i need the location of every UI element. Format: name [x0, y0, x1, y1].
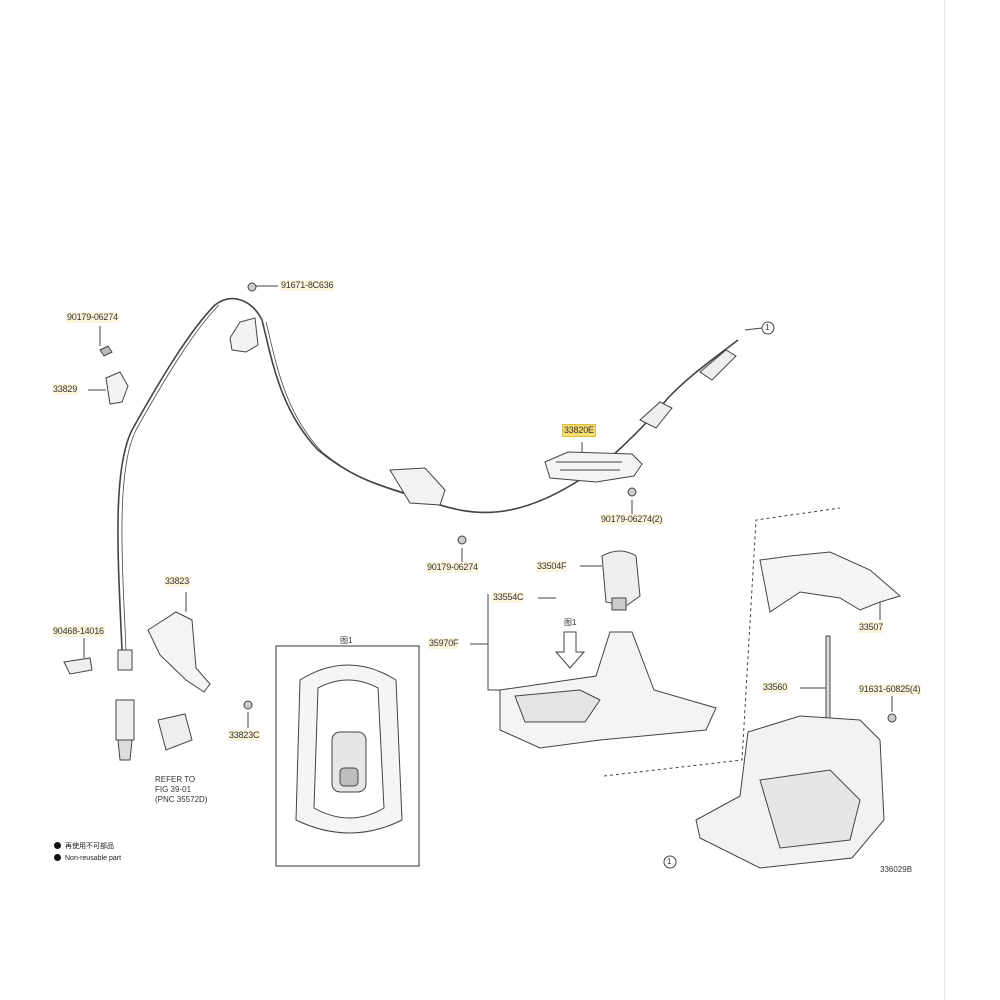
callout-90468-14016[interactable]: 90468-14016	[52, 626, 105, 637]
refer-line-1: REFER TO	[155, 775, 196, 784]
refer-line-3: (PNC 35572D)	[155, 795, 208, 804]
bullet-icon	[54, 842, 61, 849]
bracket-33829	[105, 371, 129, 405]
callout-35970f[interactable]: 35970F	[428, 638, 460, 649]
callout-33560[interactable]: 33560	[762, 682, 789, 693]
callout-33823[interactable]: 33823	[164, 576, 191, 587]
callout-33507[interactable]: 33507	[858, 622, 885, 633]
bracket-33823	[147, 611, 211, 693]
console-bezel	[499, 631, 717, 749]
callout-90179-06274-2[interactable]: 90179-06274(2)	[600, 514, 664, 525]
callout-33823c[interactable]: 33823C	[228, 730, 261, 741]
legend-cn: 再使用不可部品	[65, 843, 114, 850]
callout-91671-8c636[interactable]: 91671-8C636	[280, 280, 335, 291]
arrow-fig-label: 图1	[564, 618, 577, 627]
callout-33554c[interactable]: 33554C	[492, 592, 525, 603]
retainer-33820e	[544, 451, 643, 483]
refer-to-note: REFER TO FIG 39-01 (PNC 35572D)	[155, 775, 207, 805]
shift-cable	[117, 297, 739, 651]
figure-number: 336029B	[880, 865, 913, 874]
callout-33504f[interactable]: 33504F	[536, 561, 568, 572]
cover-33507	[759, 551, 902, 613]
circle-mark-lower: 1	[667, 857, 672, 866]
callout-90179-06274-mid[interactable]: 90179-06274	[426, 562, 479, 573]
callout-91631-60825-4[interactable]: 91631-60825(4)	[858, 684, 922, 695]
legend: 再使用不可部品 Non-reusable part	[54, 841, 121, 865]
scrollbar-track[interactable]	[944, 0, 1000, 1000]
bullet-icon	[54, 854, 61, 861]
shift-knob	[601, 550, 641, 607]
detail-label: 图1	[340, 636, 353, 645]
callout-33820e[interactable]: 33820E	[562, 424, 596, 437]
legend-en: Non-reusable part	[65, 855, 122, 862]
circle-mark-upper: 1	[765, 323, 770, 332]
callout-33829[interactable]: 33829	[52, 384, 79, 395]
refer-line-2: FIG 39-01	[155, 785, 192, 794]
callout-90179-06274-upper[interactable]: 90179-06274	[66, 312, 119, 323]
